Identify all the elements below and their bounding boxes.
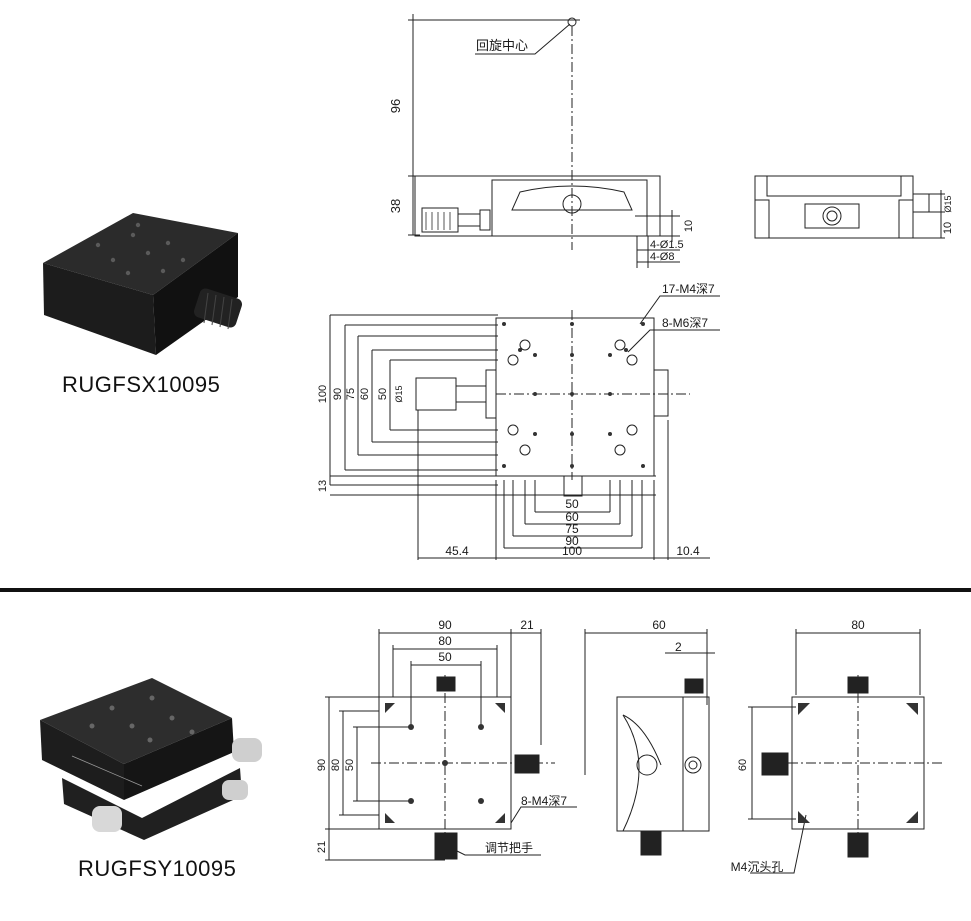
end-view-drawing: Ø15 10	[754, 175, 954, 239]
vdim-60: 60	[359, 388, 371, 400]
bore-1-5-label: 4-Ø1.5	[650, 239, 684, 251]
product-photo-x-stage	[38, 205, 268, 365]
plan-view-drawing: 17-M4深7 8-M6深7 100 90 75 60 50 Ø15 13 50…	[317, 282, 720, 560]
xy-callout-handle: 调节把手	[485, 841, 533, 855]
xy-side-60: 60	[652, 618, 666, 632]
hdim-75: 75	[565, 522, 579, 536]
xy-bottom-60: 60	[737, 759, 749, 771]
vdim-75: 75	[345, 388, 357, 400]
hdim-10-4: 10.4	[676, 544, 700, 558]
end-d15: Ø15	[943, 195, 953, 212]
product-model-label: RUGFSX10095	[62, 372, 221, 397]
vdim-d15: Ø15	[394, 385, 404, 402]
rotation-center-label: 回旋中心	[476, 38, 528, 53]
callout-8-m6: 8-M6深7	[662, 316, 708, 330]
vdim-50: 50	[377, 388, 389, 400]
xy-bottom-drawing: 80 60 4-M4沉头孔	[730, 618, 944, 874]
side-view-drawing: 回旋中心 96 38 10 4-Ø1.5 4-Ø8	[388, 14, 695, 268]
dim-96: 96	[388, 99, 403, 113]
dim-10: 10	[683, 220, 695, 232]
xy-left-80: 80	[330, 759, 342, 771]
end-h10: 10	[942, 222, 954, 234]
vdim-13: 13	[317, 480, 329, 492]
vdim-90: 90	[332, 388, 344, 400]
xy-bottom-80: 80	[851, 618, 865, 632]
hdim-60: 60	[565, 510, 579, 524]
section-divider	[0, 588, 971, 592]
xy-side-drawing: 60 2	[584, 618, 715, 856]
xy-side-2: 2	[675, 640, 682, 654]
xy-left-50: 50	[344, 759, 356, 771]
hdim-45-4: 45.4	[445, 544, 469, 558]
xy-callout-holes: 8-M4深7	[521, 794, 567, 808]
xy-plan-drawing: 90 80 50 21 90 80 50 21 8-M4深7 调节把手	[316, 618, 577, 861]
hdim-100: 100	[562, 544, 582, 558]
dim-38: 38	[388, 199, 403, 213]
xy-left-21: 21	[316, 841, 328, 853]
product-photo-xy-stage	[32, 668, 282, 848]
hdim-90: 90	[565, 534, 579, 548]
xy-top-50: 50	[438, 650, 452, 664]
xy-bottom-holes: 4-M4沉头孔	[730, 860, 783, 874]
xy-top-21: 21	[520, 618, 534, 632]
callout-17-m4: 17-M4深7	[662, 282, 715, 296]
xy-top-80: 80	[438, 634, 452, 648]
hdim-50: 50	[565, 497, 579, 511]
bore-8-label: 4-Ø8	[650, 251, 674, 263]
xy-top-90: 90	[438, 618, 452, 632]
vdim-100: 100	[317, 385, 329, 403]
product-model-label-2: RUGFSY10095	[78, 856, 237, 881]
xy-left-90: 90	[316, 759, 328, 771]
